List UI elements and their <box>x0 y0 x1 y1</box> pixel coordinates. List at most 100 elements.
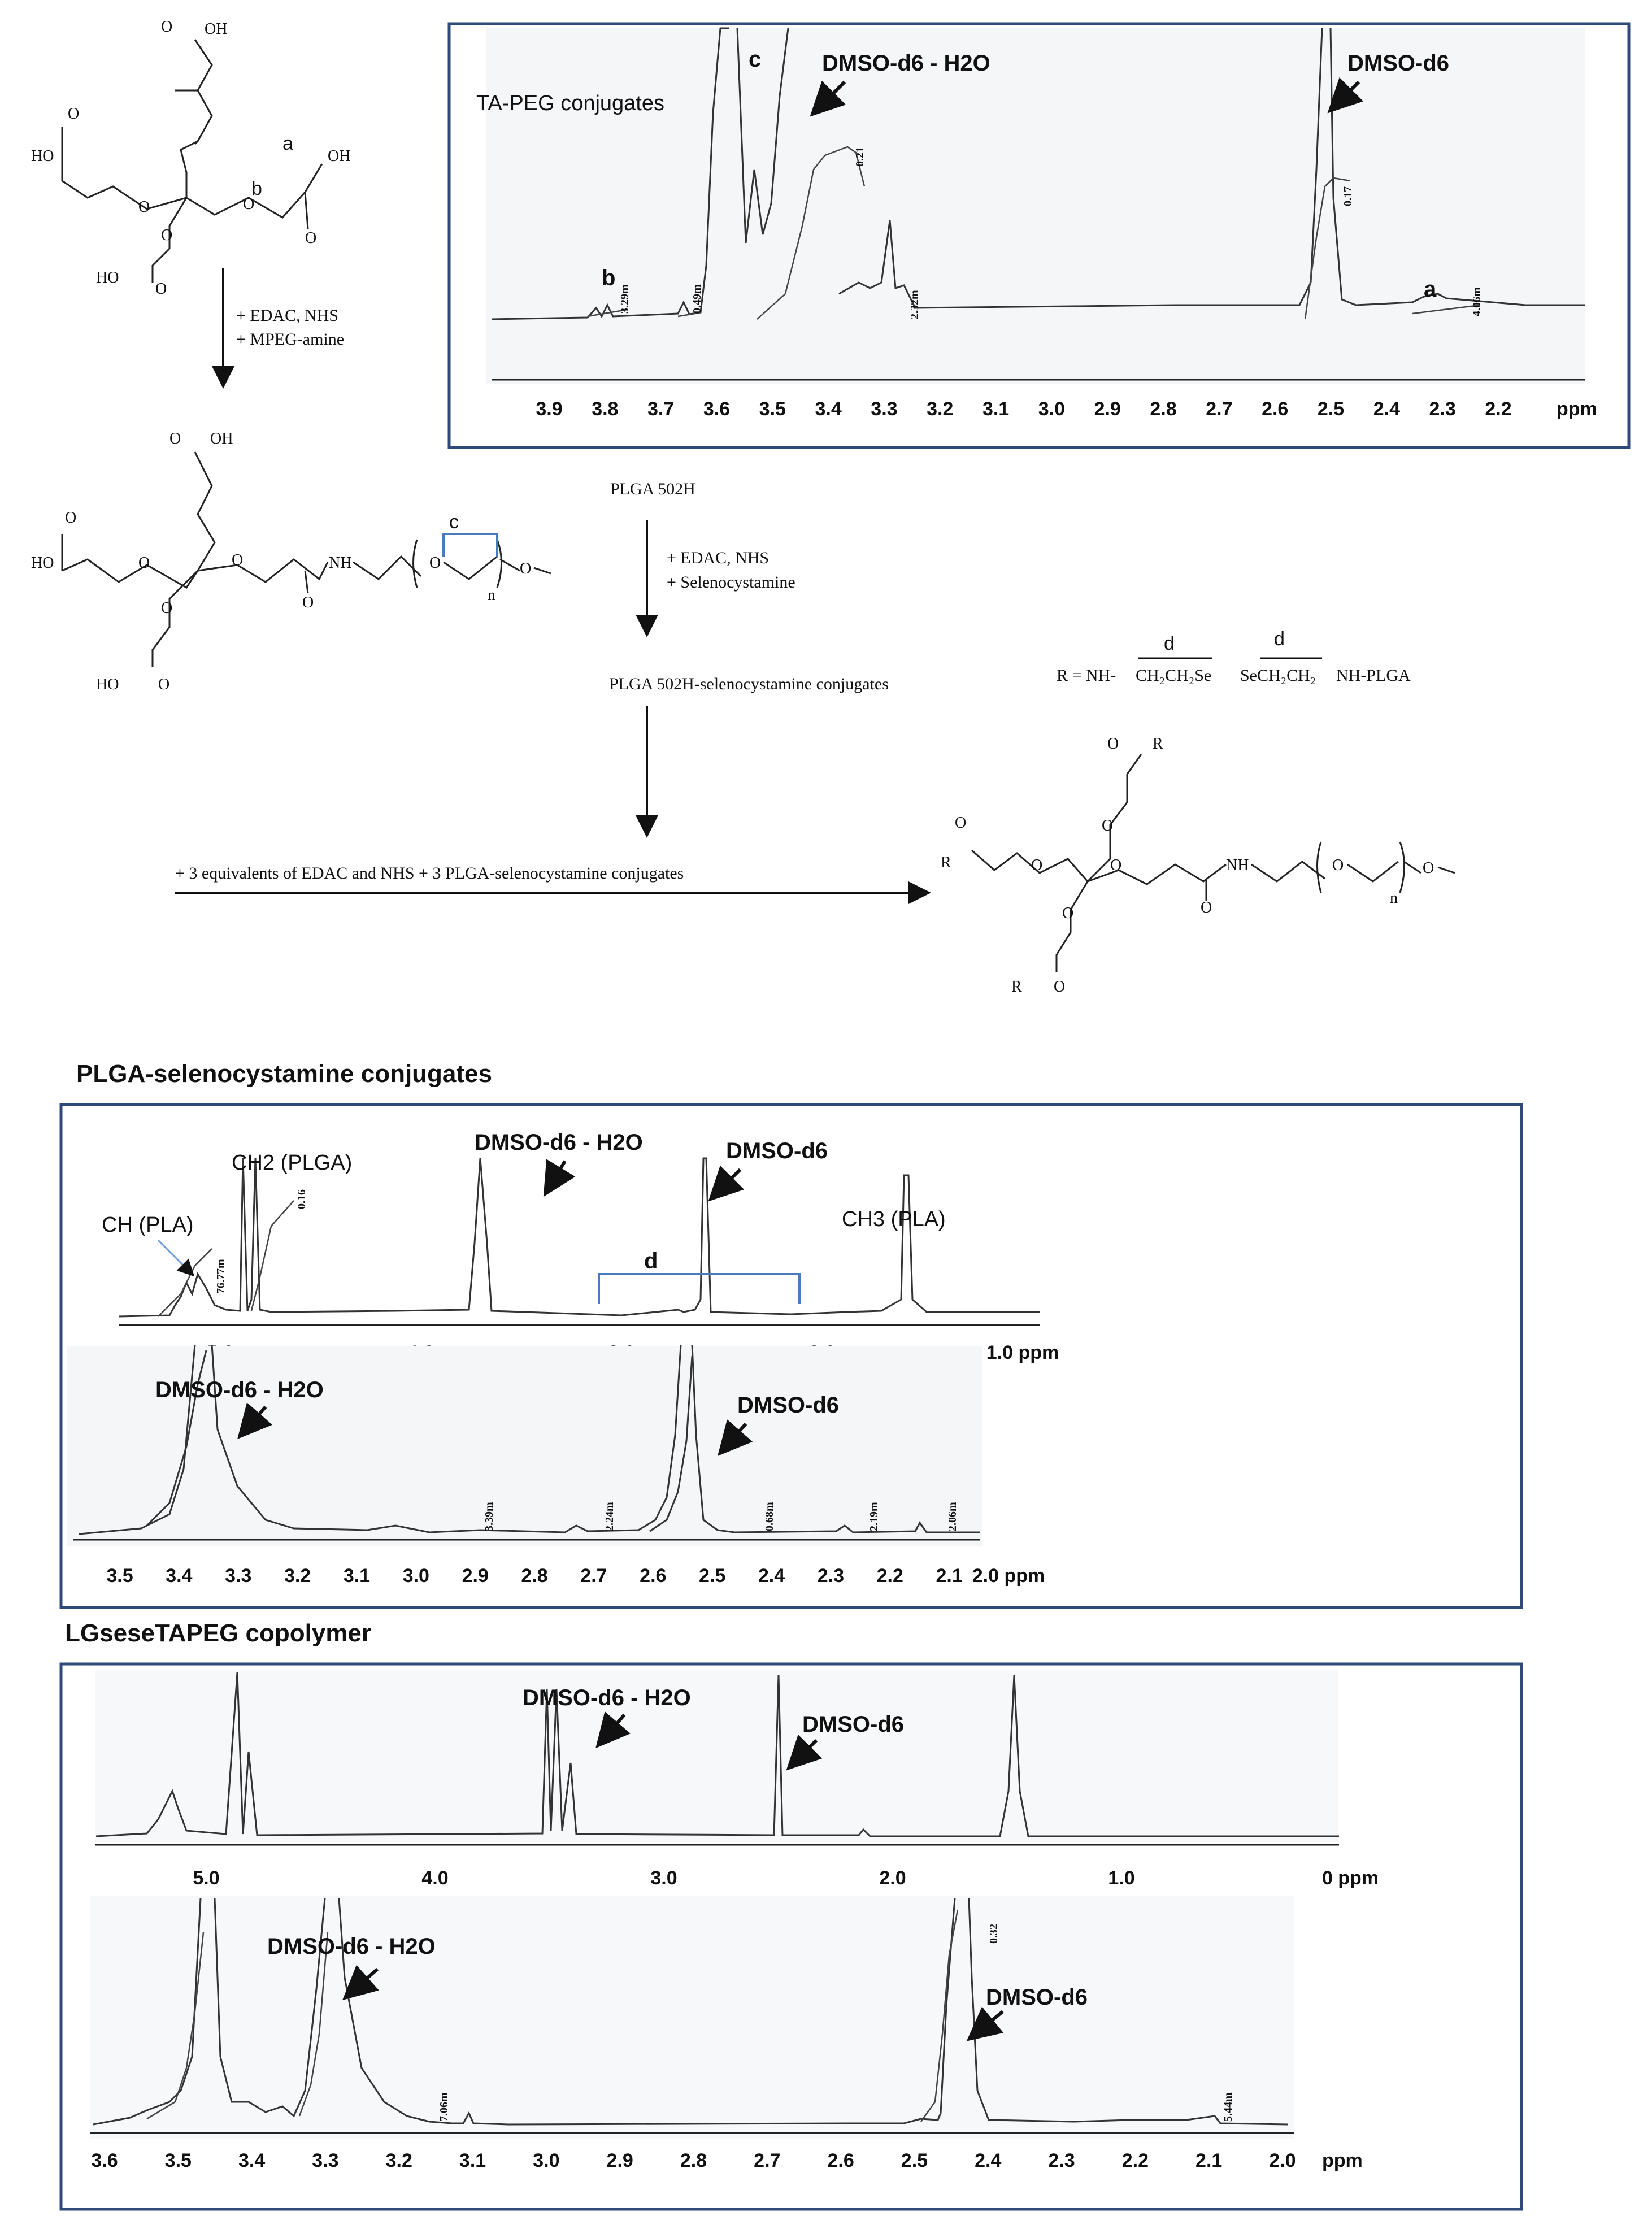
tapeg-o-top: O <box>169 430 181 447</box>
spectrum-plga-trace-bottom-2 <box>146 1350 693 1532</box>
spectrum-plga-tick-label-bottom: 3.3 <box>225 1565 251 1587</box>
spectrum-plga-arrow-dmso-bottom <box>718 1419 753 1457</box>
spectrum-plga-d-bracket <box>598 1273 801 1304</box>
spectrum-tapeg-tick-label: 2.9 <box>1094 398 1121 420</box>
spectrum-plga-peak-ch3-pla: CH3 (PLA) <box>842 1207 946 1231</box>
product-o-ether-top: O <box>1102 817 1113 835</box>
product-o-amide: O <box>1201 899 1212 916</box>
spectrum-copolymer-tick-label-bottom: 2.4 <box>975 2150 1001 2171</box>
final-step-label: + 3 equivalents of EDAC and NHS + 3 PLGA… <box>175 864 684 883</box>
spectrum-copolymer-integral-label-3: 5.44m <box>1222 2092 1234 2122</box>
spectrum-plga-tick-label-bottom: 2.3 <box>818 1565 844 1587</box>
spectrum-tapeg-tick-label: 3.1 <box>982 398 1009 420</box>
spectrum-copolymer-integral-label-2: 7.06m <box>438 2092 450 2122</box>
spectrum-copolymer-zoom-bg <box>90 1896 1294 2139</box>
spectrum-plga-peak-d: d <box>644 1249 658 1274</box>
spectrum-tapeg-tick-label: 2.4 <box>1373 398 1400 420</box>
spectrum-tapeg-title: TA-PEG conjugates <box>476 92 664 115</box>
tapeg-o-bottom: O <box>158 676 169 693</box>
spectrum-tapeg-peak-a: a <box>1424 277 1437 302</box>
spectrum-plga-tick-label-bottom: 2.7 <box>580 1565 607 1587</box>
spectrum-copolymer-trace-top <box>95 1672 1339 1837</box>
arrow1-line1: + EDAC, NHS <box>236 306 338 325</box>
ta-o-ether-left: O <box>138 198 150 216</box>
spectrum-plga-solvent-dmso-top: DMSO-d6 <box>726 1139 828 1163</box>
spectrum-tapeg-tick-label: 2.6 <box>1262 398 1288 420</box>
r-def-lhs: R = NH- <box>1057 666 1116 685</box>
spectrum-tapeg-scan-bg <box>486 28 1585 384</box>
spectrum-tapeg-integral-label-5: 0.17 <box>1342 186 1354 206</box>
arrow1-line2: + MPEG-amine <box>236 330 344 349</box>
tapeg-o-ether-left: O <box>138 554 150 572</box>
spectrum-plga-solvent-dmso-bottom: DMSO-d6 <box>737 1393 839 1418</box>
spectrum-plga-tick-label-bottom: 2.0 ppm <box>972 1565 1045 1587</box>
tapeg-oh-top: OH <box>210 430 233 447</box>
section-title-plga: PLGA-selenocystamine conjugates <box>76 1060 492 1088</box>
spectrum-tapeg-integral-label-1: 3.29m <box>619 284 631 314</box>
spectrum-tapeg-integral-b <box>587 308 628 318</box>
spectrum-copolymer-tick-label-top: 3.0 <box>650 1867 677 1889</box>
product-o-ether-bottom: O <box>1062 905 1073 922</box>
spectrum-tapeg-frame <box>447 22 1631 449</box>
product-o-left: O <box>955 814 966 832</box>
tapeg-subscript-n: n <box>488 586 495 604</box>
product-r-top: R <box>1153 735 1163 753</box>
spectrum-plga-tick-label-bottom: 2.9 <box>462 1565 489 1587</box>
spectrum-copolymer-tick-label-top: 1.0 <box>1108 1867 1134 1889</box>
spectrum-plga-integral-label-top-2: 0.16 <box>295 1189 308 1209</box>
product-r-bottom: R <box>1011 978 1022 996</box>
spectrum-plga-integral-label-top-1: 76.77m <box>215 1259 227 1294</box>
product-nh: NH <box>1226 857 1249 874</box>
spectrum-tapeg-integral-c <box>677 312 695 318</box>
spectrum-tapeg-arrow-dmso <box>1327 77 1364 114</box>
spectrum-plga: CH (PLA) CH2 (PLGA) CH3 (PLA) d DMSO-d6 … <box>59 1103 1523 1609</box>
spectrum-copolymer-tick-label-top: 5.0 <box>193 1867 219 1889</box>
product-o-ether-right: O <box>1110 857 1121 874</box>
ta-o-left: O <box>68 105 79 123</box>
d-label-2: d <box>1274 628 1285 650</box>
spectrum-plga-zoom-bg <box>67 1346 982 1546</box>
spectrum-plga-integral-label-bottom-3: 0.68m <box>763 1502 776 1531</box>
spectrum-plga-trace-top <box>118 1157 1040 1318</box>
product-o-terminal: O <box>1423 859 1434 877</box>
ta-label-a: a <box>282 133 293 154</box>
spectrum-tapeg-tick-label: 3.2 <box>927 398 953 420</box>
plga-product-label: PLGA 502H-selenocystamine conjugates <box>609 675 889 693</box>
spectrum-copolymer-tick-label-bottom: 3.3 <box>312 2150 338 2171</box>
spectrum-copolymer-tick-label-bottom: 3.1 <box>459 2150 486 2171</box>
spectrum-tapeg-trace <box>491 28 1585 320</box>
r-definition: R = NH- CH₂CH₂Se SeCH₂CH₂ NH-PLGA d d <box>1057 628 1411 685</box>
spectrum-copolymer-integral-1 <box>146 1932 205 2120</box>
spectrum-copolymer-tick-label-bottom: 3.6 <box>91 2150 118 2171</box>
spectrum-plga-trace-bottom <box>79 1344 980 1535</box>
spectrum-tapeg-integral-water <box>757 146 866 320</box>
spectrum-tapeg-tick-label: 3.3 <box>871 398 897 420</box>
spectrum-copolymer-tick-label-bottom: 2.7 <box>754 2150 780 2171</box>
spectrum-plga-tick-label-bottom: 3.1 <box>344 1565 370 1587</box>
spectrum-copolymer-solvent-dmso-top: DMSO-d6 <box>802 1712 904 1737</box>
spectrum-copolymer-tick-label-bottom: 2.2 <box>1122 2150 1149 2171</box>
product-structure: O R O O O R O O NH O n O O R O <box>941 735 1455 996</box>
spectrum-plga-ch-pla-pointer <box>157 1239 195 1277</box>
tapeg-nh: NH <box>329 554 351 572</box>
spectrum-copolymer-tick-label-bottom: 2.1 <box>1195 2150 1222 2171</box>
spectrum-copolymer-arrow-dmso-bottom <box>966 2006 1004 2041</box>
spectrum-tapeg-tick-label: 3.8 <box>592 398 618 420</box>
spectrum-tapeg-tick-label: 3.4 <box>815 398 841 420</box>
spectrum-copolymer-tick-label-bottom: 2.8 <box>680 2150 707 2171</box>
spectrum-copolymer-tick-label-top: 0 ppm <box>1322 1867 1379 1889</box>
spectrum-plga-tick-label-bottom: 2.1 <box>936 1565 963 1587</box>
ta-o-bottom: O <box>155 280 167 298</box>
spectrum-copolymer-tick-label-bottom: 3.5 <box>165 2150 192 2171</box>
spectrum-tapeg-integral-label-6: 4.06m <box>1471 287 1483 316</box>
spectrum-copolymer-axis-unit: ppm <box>1322 2150 1363 2171</box>
spectrum-plga-integral-label-bottom-1: 3.39m <box>483 1502 495 1531</box>
spectrum-tapeg-tick-label: 2.3 <box>1429 398 1456 420</box>
tapeg-o-terminal: O <box>520 560 531 577</box>
spectrum-tapeg-tick-label: 2.8 <box>1150 398 1176 420</box>
spectrum-tapeg-arrow-water <box>810 80 846 117</box>
spectrum-plga-tick-label-bottom: 2.4 <box>758 1565 785 1587</box>
